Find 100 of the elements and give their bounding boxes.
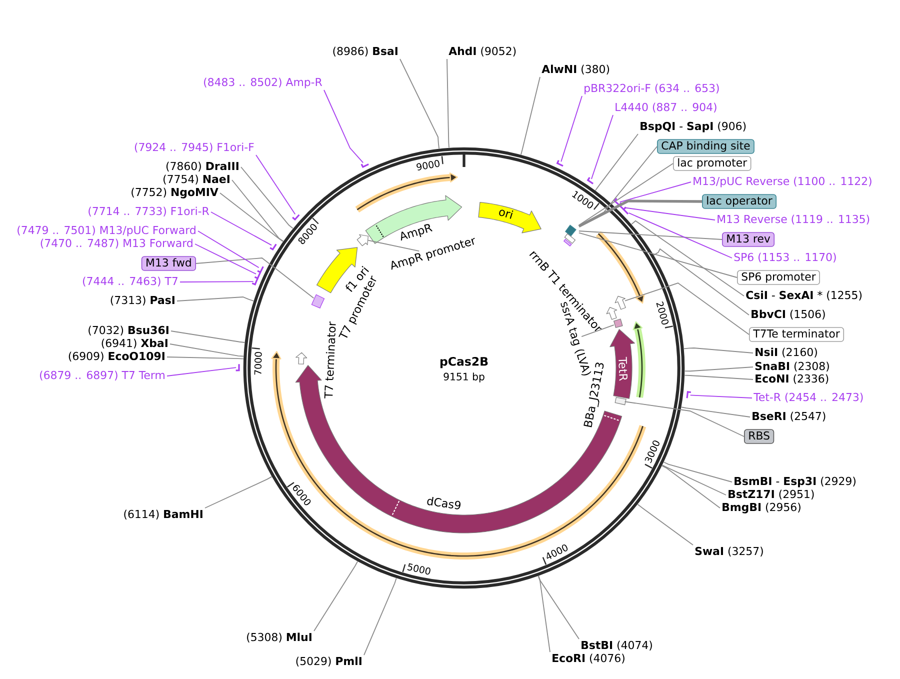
- feature-box: SP6 promoter: [737, 270, 820, 285]
- leader-line: [628, 212, 732, 258]
- small-marker: [614, 296, 626, 310]
- feature-label: T7 terminator: [324, 321, 336, 398]
- site-label: (7754) NaeI: [164, 174, 230, 184]
- bracket-mark: [618, 202, 624, 210]
- leader-line: [653, 248, 750, 316]
- primer-label: (7924 .. 7945) F1ori-F: [134, 142, 254, 152]
- site-label: EcoNI (2336): [756, 374, 828, 384]
- site-label: (7860) DraIII: [166, 162, 238, 172]
- leader-line: [364, 578, 397, 656]
- leader-line: [194, 244, 256, 274]
- leader-line: [166, 367, 237, 376]
- plasmid-length: 9151 bp: [444, 372, 484, 382]
- leader-line: [170, 344, 244, 357]
- bracket-mark: [613, 198, 620, 206]
- leader-line: [594, 134, 638, 191]
- primer-label: L4440 (887 .. 904): [616, 102, 716, 112]
- bracket-mark: [360, 164, 369, 168]
- leader-line: [684, 366, 754, 372]
- site-label: (5029) PmlI: [296, 656, 362, 666]
- feature-box: M13 rev: [722, 232, 775, 247]
- leader-line: [400, 58, 440, 150]
- leader-line: [578, 232, 738, 278]
- leader-line: [180, 281, 254, 282]
- leader-line: [662, 465, 720, 508]
- site-label: BspQI - SapI (906): [640, 122, 746, 132]
- site-label: (7032) Bsu36I: [88, 326, 168, 336]
- leader-line: [204, 476, 272, 508]
- primer-label: Tet-R (2454 .. 2473): [754, 392, 863, 402]
- site-label: BstBI (4074): [582, 640, 652, 650]
- leader-line: [166, 356, 244, 360]
- site-label: AlwNI (380): [542, 64, 610, 74]
- leader-line: [619, 182, 692, 203]
- small-marker: [356, 234, 368, 246]
- primer-label: (6879 .. 6897) T7 Term: [40, 370, 164, 380]
- leader-line: [560, 96, 582, 162]
- tick-label: 4000: [546, 544, 568, 559]
- primer-label: M13 Reverse (1119 .. 1135): [718, 214, 870, 224]
- leader-line: [684, 374, 754, 380]
- site-label: (5308) MluI: [247, 632, 312, 642]
- site-label: SwaI (3257): [695, 546, 763, 556]
- tick-label: 7000: [254, 352, 262, 375]
- primer-label: (7444 .. 7463) T7: [83, 276, 178, 286]
- leader-line: [520, 76, 540, 156]
- site-label: BseRI (2547): [752, 412, 826, 422]
- bracket-mark: [236, 364, 240, 372]
- feature-box: T7Te terminator: [749, 327, 844, 342]
- leader-line: [538, 575, 580, 640]
- leader-line: [176, 296, 254, 302]
- site-label: (6941) XbaI: [102, 338, 168, 348]
- leader-line: [196, 258, 314, 299]
- site-label: (8986) BsaI: [333, 46, 398, 56]
- primer-label: (7479 .. 7501) M13/pUC Forward: [18, 226, 196, 236]
- primer-label: SP6 (1153 .. 1170): [734, 252, 836, 262]
- leader-line: [662, 464, 726, 496]
- bracket-mark: [622, 206, 629, 215]
- bracket-mark: [292, 214, 300, 221]
- leader-line: [578, 230, 722, 240]
- leader-line: [624, 401, 744, 437]
- leader-line: [631, 220, 744, 296]
- leader-line: [368, 240, 420, 252]
- primer-label: (7470 .. 7487) M13 Forward: [40, 238, 192, 248]
- feature-box: CAP binding site: [657, 139, 754, 154]
- bracket-mark: [586, 177, 594, 184]
- tick-label: 5000: [407, 563, 430, 575]
- leader-line: [198, 230, 260, 268]
- leader-line: [581, 324, 614, 338]
- site-label: (7752) NgoMIV: [132, 188, 218, 198]
- leader-line: [624, 282, 750, 335]
- site-label: NsiI (2160): [756, 348, 817, 358]
- site-label: AhdI (9052): [448, 46, 516, 56]
- leader-line: [578, 200, 702, 228]
- leader-line: [637, 504, 694, 546]
- plasmid-name: pCas2B: [440, 356, 488, 368]
- site-label: (6909) EcoO109I: [68, 352, 164, 362]
- site-label: CsiI - SexAI* (1255): [746, 290, 862, 300]
- site-label: EcoRI (4076): [552, 654, 624, 664]
- leader-line: [210, 212, 272, 246]
- leader-line: [690, 394, 752, 398]
- site-label: BsmBI - Esp3I (2929): [734, 476, 856, 488]
- small-marker: [606, 306, 618, 320]
- primer-label: pBR322ori-F (634 .. 653): [584, 84, 719, 94]
- leader-line: [324, 90, 364, 164]
- tick-label: 9000: [416, 160, 440, 170]
- leader-line: [256, 154, 296, 215]
- bracket-mark: [254, 272, 261, 280]
- bracket-mark: [252, 278, 258, 286]
- feature-box: RBS: [744, 429, 774, 444]
- leader-line: [591, 114, 614, 180]
- small-bar: [311, 294, 325, 308]
- leader-line: [170, 330, 246, 343]
- feature-box: lac promoter: [673, 156, 752, 171]
- leader-line: [220, 192, 284, 242]
- site-label: BmgBI (2956): [722, 502, 800, 514]
- bracket-mark: [686, 391, 691, 398]
- leader-line: [446, 58, 450, 148]
- primer-label: M13/pUC Reverse (1100 .. 1122): [694, 176, 872, 188]
- leader-line: [240, 166, 294, 229]
- feature-box: lac operator: [702, 194, 777, 209]
